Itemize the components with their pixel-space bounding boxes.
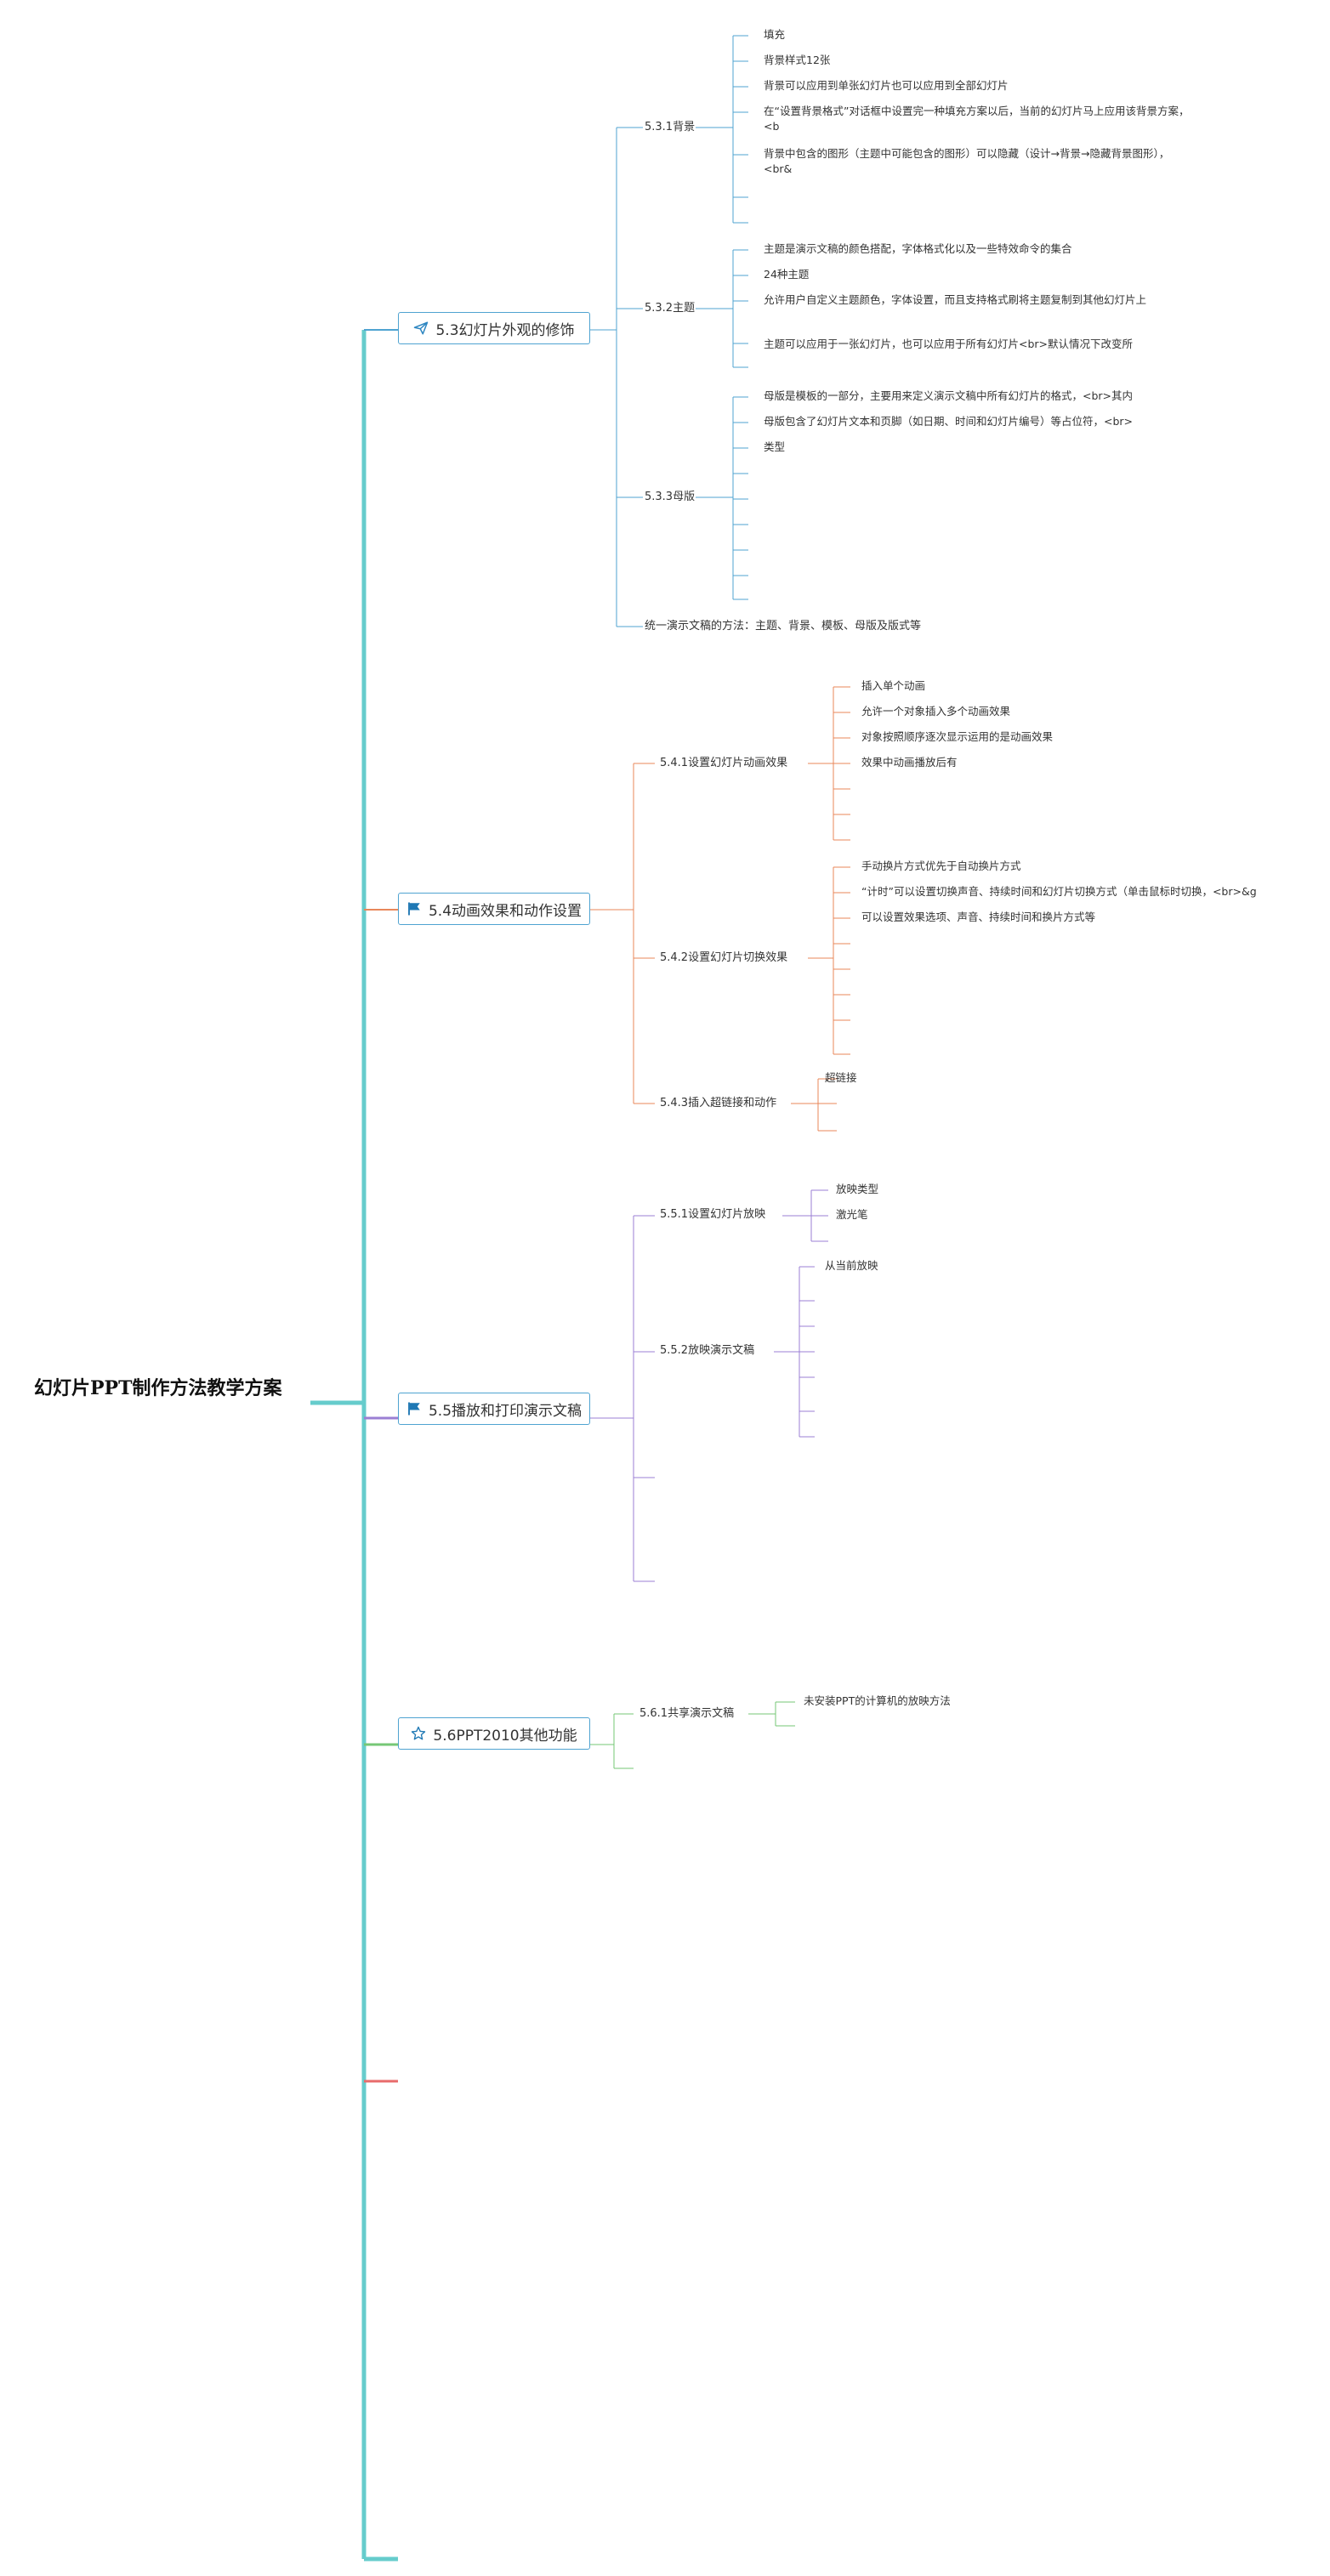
subtopic-5-3-3-master[interactable]: 5.3.3母版: [645, 491, 696, 503]
subtopic-5-5-1-slideshow-setup[interactable]: 5.5.1设置幻灯片放映: [660, 1208, 766, 1221]
leaf-fill[interactable]: 填充: [764, 28, 786, 41]
topic-label: 5.6PPT2010其他功能: [433, 1727, 577, 1745]
topic-label: 5.5播放和打印演示文稿: [428, 1402, 583, 1420]
leaf-theme-definition[interactable]: 主题是演示文稿的颜色搭配，字体格式化以及一些特效命令的集合: [764, 242, 1072, 255]
leaf-24-themes[interactable]: 24种主题: [764, 268, 810, 281]
leaf-show-type[interactable]: 放映类型: [836, 1183, 879, 1195]
leaf-master-types[interactable]: 类型: [764, 440, 786, 453]
topic-label: 5.3幻灯片外观的修饰: [435, 321, 575, 339]
leaf-timing-settings[interactable]: “计时”可以设置切换声音、持续时间和幻灯片切换方式（单击鼠标时切换，<br>&g: [861, 885, 1257, 898]
leaf-insert-single-animation[interactable]: 插入单个动画: [861, 679, 926, 692]
subtopic-5-4-1-animation-effects[interactable]: 5.4.1设置幻灯片动画效果: [660, 757, 788, 769]
leaf-play-without-ppt[interactable]: 未安装PPT的计算机的放映方法: [804, 1694, 951, 1707]
leaf-custom-theme[interactable]: 允许用户自定义主题颜色，字体设置，而且支持格式刷将主题复制到其他幻灯片上: [764, 293, 1147, 306]
leaf-multiple-animations[interactable]: 允许一个对象插入多个动画效果: [861, 705, 1011, 718]
topic-5-3-appearance[interactable]: 5.3幻灯片外观的修饰: [398, 312, 590, 344]
leaf-manual-transition[interactable]: 手动换片方式优先于自动换片方式: [861, 860, 1021, 872]
leaf-background-apply[interactable]: 背景可以应用到单张幻灯片也可以应用到全部幻灯片: [764, 79, 1009, 92]
leaf-from-current-slide[interactable]: 从当前放映: [825, 1259, 878, 1272]
leaf-after-animation[interactable]: 效果中动画播放后有: [861, 756, 958, 769]
subtopic-5-6-1-share-presentation[interactable]: 5.6.1共享演示文稿: [639, 1707, 735, 1720]
subtopic-unify-method[interactable]: 统一演示文稿的方法：主题、背景、模板、母版及版式等: [645, 620, 922, 633]
subtopic-5-4-3-hyperlinks[interactable]: 5.4.3插入超链接和动作: [660, 1097, 777, 1109]
star-icon: [412, 1726, 426, 1740]
leaf-background-format[interactable]: 在“设置背景格式”对话框中设置完一种填充方案以后，当前的幻灯片马上应用该背景方案…: [764, 105, 1190, 133]
subtopic-5-3-2-theme[interactable]: 5.3.2主题: [645, 302, 696, 315]
topic-5-6-other-features[interactable]: 5.6PPT2010其他功能: [398, 1717, 590, 1750]
leaf-effect-options[interactable]: 可以设置效果选项、声音、持续时间和换片方式等: [861, 911, 1096, 923]
leaf-master-definition[interactable]: 母版是模板的一部分，主要用来定义演示文稿中所有幻灯片的格式，<br>其内: [764, 389, 1134, 402]
leaf-laser-pointer[interactable]: 激光笔: [836, 1208, 868, 1221]
leaf-background-styles[interactable]: 背景样式12张: [764, 54, 831, 66]
flag-icon: [408, 1402, 420, 1416]
subtopic-5-4-2-transition-effects[interactable]: 5.4.2设置幻灯片切换效果: [660, 951, 788, 964]
leaf-theme-apply[interactable]: 主题可以应用于一张幻灯片，也可以应用于所有幻灯片<br>默认情况下改变所: [764, 338, 1134, 350]
topic-5-4-animation[interactable]: 5.4动画效果和动作设置: [398, 893, 590, 925]
leaf-hide-background-graphics[interactable]: 背景中包含的图形（主题中可能包含的图形）可以隐藏（设计→背景→隐藏背景图形），<…: [764, 147, 1170, 175]
topic-5-5-playback[interactable]: 5.5播放和打印演示文稿: [398, 1393, 590, 1425]
topic-label: 5.4动画效果和动作设置: [428, 902, 583, 920]
leaf-hyperlink[interactable]: 超链接: [825, 1071, 857, 1084]
root-topic-title[interactable]: 幻灯片PPT制作方法教学方案: [34, 1377, 282, 1399]
leaf-master-placeholders[interactable]: 母版包含了幻灯片文本和页脚（如日期、时间和幻灯片编号）等占位符，<br>: [764, 415, 1134, 428]
subtopic-5-5-2-play-presentation[interactable]: 5.5.2放映演示文稿: [660, 1344, 755, 1357]
subtopic-5-3-1-background[interactable]: 5.3.1背景: [645, 121, 696, 133]
paper-plane-icon: [414, 321, 429, 335]
leaf-sequential-animation[interactable]: 对象按照顺序逐次显示运用的是动画效果: [861, 730, 1054, 743]
flag-icon: [408, 902, 420, 916]
